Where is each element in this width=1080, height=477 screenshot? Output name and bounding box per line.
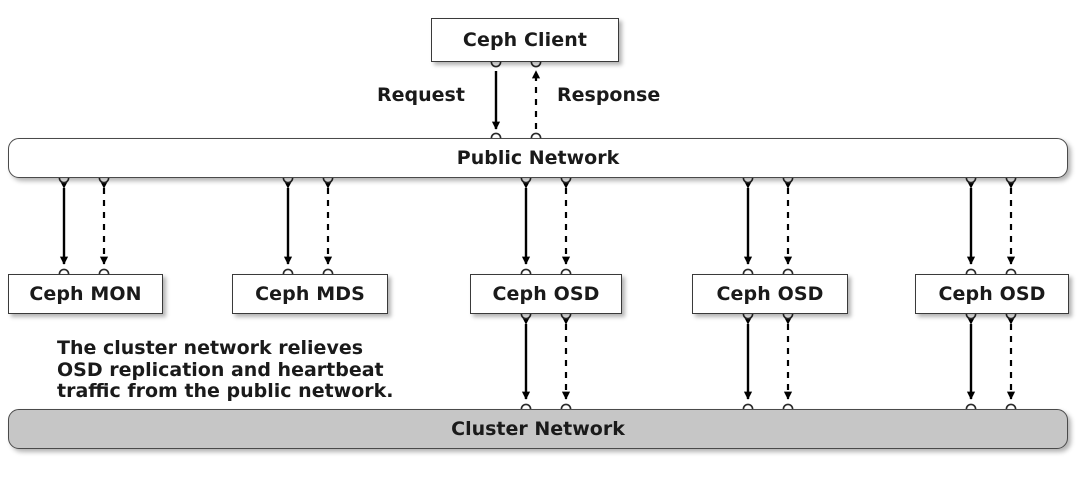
public-network-label: Public Network [456, 147, 620, 169]
public-network-bar[interactable]: Public Network [8, 138, 1068, 178]
ceph-osd-1-label: Ceph OSD [492, 283, 600, 305]
ceph-client-box[interactable]: Ceph Client [431, 18, 619, 62]
ceph-osd-3-label: Ceph OSD [938, 283, 1046, 305]
ceph-mon-label: Ceph MON [29, 283, 142, 305]
ceph-osd-2-label: Ceph OSD [716, 283, 824, 305]
ceph-mon-box[interactable]: Ceph MON [8, 274, 163, 314]
ceph-osd-3-box[interactable]: Ceph OSD [915, 274, 1069, 314]
ceph-osd-2-box[interactable]: Ceph OSD [692, 274, 848, 314]
ceph-client-label: Ceph Client [462, 29, 588, 51]
request-label: Request [377, 84, 465, 106]
ceph-mds-label: Ceph MDS [255, 283, 365, 305]
cluster-network-bar[interactable]: Cluster Network [8, 409, 1068, 449]
ceph-mds-box[interactable]: Ceph MDS [232, 274, 388, 314]
response-label: Response [557, 84, 661, 106]
ceph-osd-1-box[interactable]: Ceph OSD [470, 274, 622, 314]
cluster-network-note: The cluster network relieves OSD replica… [57, 337, 394, 403]
cluster-network-label: Cluster Network [451, 418, 625, 440]
